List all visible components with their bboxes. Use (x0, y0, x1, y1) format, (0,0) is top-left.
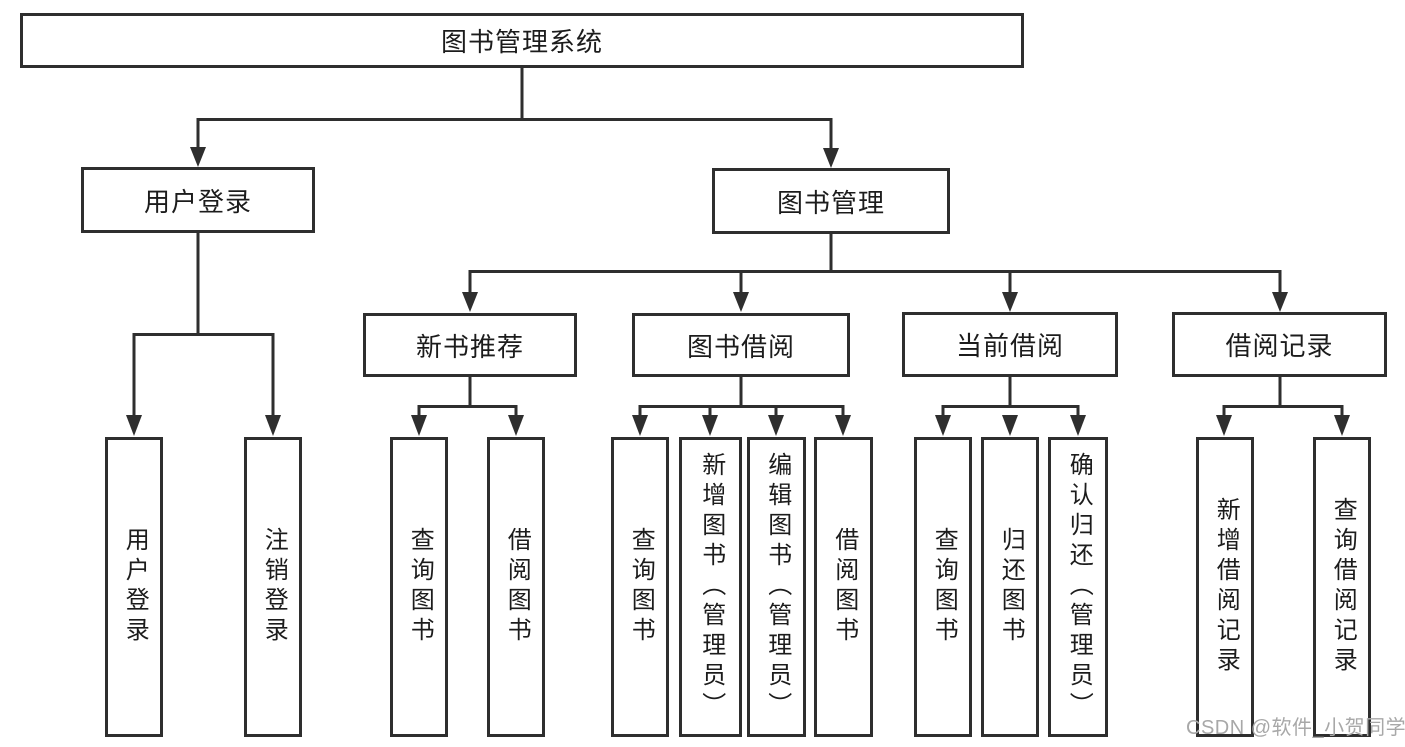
arrowheads (126, 147, 1350, 436)
leaf-borrow-books-recommend-label: 借阅图书 (503, 527, 531, 647)
leaf-add-borrow-record-label: 新增借阅记录 (1212, 497, 1240, 677)
leaf-return-book: 归还图书 (981, 437, 1039, 737)
leaf-search-books-borrow-label: 查询图书 (627, 527, 655, 647)
leaf-borrow-books-label: 借阅图书 (830, 527, 858, 647)
leaf-user-login-label: 用户登录 (121, 527, 149, 647)
leaf-add-book-admin: 新增图书（管理员） (679, 437, 742, 737)
leaf-confirm-return-admin-label: 确认归还（管理员） (1065, 452, 1093, 722)
leaf-borrow-books-recommend: 借阅图书 (487, 437, 545, 737)
node-book-borrow: 图书借阅 (632, 313, 850, 377)
leaf-search-books-recommend: 查询图书 (390, 437, 448, 737)
watermark: CSDN @软件_小贺同学 (1186, 717, 1405, 739)
leaf-logout: 注销登录 (244, 437, 302, 737)
leaf-search-books-current-label: 查询图书 (930, 527, 958, 647)
leaf-confirm-return-admin: 确认归还（管理员） (1048, 437, 1108, 737)
leaf-edit-book-admin-label: 编辑图书（管理员） (763, 452, 791, 722)
node-borrow-records: 借阅记录 (1172, 312, 1387, 377)
leaf-search-books-current: 查询图书 (914, 437, 972, 737)
node-user-login: 用户登录 (81, 167, 315, 233)
leaf-search-borrow-record-label: 查询借阅记录 (1329, 497, 1357, 677)
leaf-return-book-label: 归还图书 (997, 527, 1025, 647)
leaf-logout-label: 注销登录 (260, 527, 288, 647)
node-new-book-recommend: 新书推荐 (363, 313, 577, 377)
leaf-add-book-admin-label: 新增图书（管理员） (697, 452, 725, 722)
leaf-borrow-books: 借阅图书 (814, 437, 873, 737)
leaf-search-books-borrow: 查询图书 (611, 437, 669, 737)
leaf-search-borrow-record: 查询借阅记录 (1313, 437, 1371, 737)
leaf-user-login: 用户登录 (105, 437, 163, 737)
node-book-management: 图书管理 (712, 168, 950, 234)
leaf-edit-book-admin: 编辑图书（管理员） (747, 437, 806, 737)
node-current-borrow: 当前借阅 (902, 312, 1118, 377)
leaf-add-borrow-record: 新增借阅记录 (1196, 437, 1254, 737)
node-root: 图书管理系统 (20, 13, 1024, 68)
leaf-search-books-recommend-label: 查询图书 (406, 527, 434, 647)
